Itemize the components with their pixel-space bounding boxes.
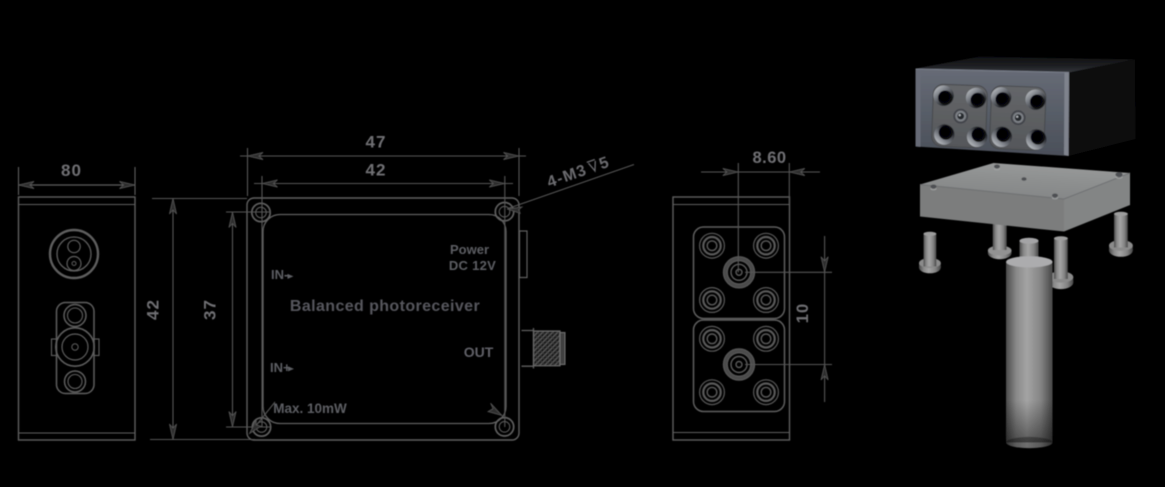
svg-text:Balanced photoreceiver: Balanced photoreceiver	[290, 298, 480, 315]
svg-text:IN+: IN+	[270, 360, 291, 375]
svg-text:37: 37	[201, 299, 220, 320]
svg-text:8.60: 8.60	[752, 149, 786, 167]
svg-text:IN-: IN-	[271, 267, 288, 282]
svg-text:42: 42	[144, 299, 163, 320]
svg-text:Power: Power	[450, 242, 489, 257]
svg-text:DC 12V: DC 12V	[449, 258, 496, 273]
svg-text:80: 80	[61, 161, 82, 180]
svg-text:OUT: OUT	[464, 344, 494, 360]
svg-text:Max. 10mW: Max. 10mW	[273, 401, 347, 416]
svg-text:10: 10	[794, 303, 812, 323]
svg-text:47: 47	[366, 133, 387, 152]
svg-text:42: 42	[366, 161, 387, 180]
